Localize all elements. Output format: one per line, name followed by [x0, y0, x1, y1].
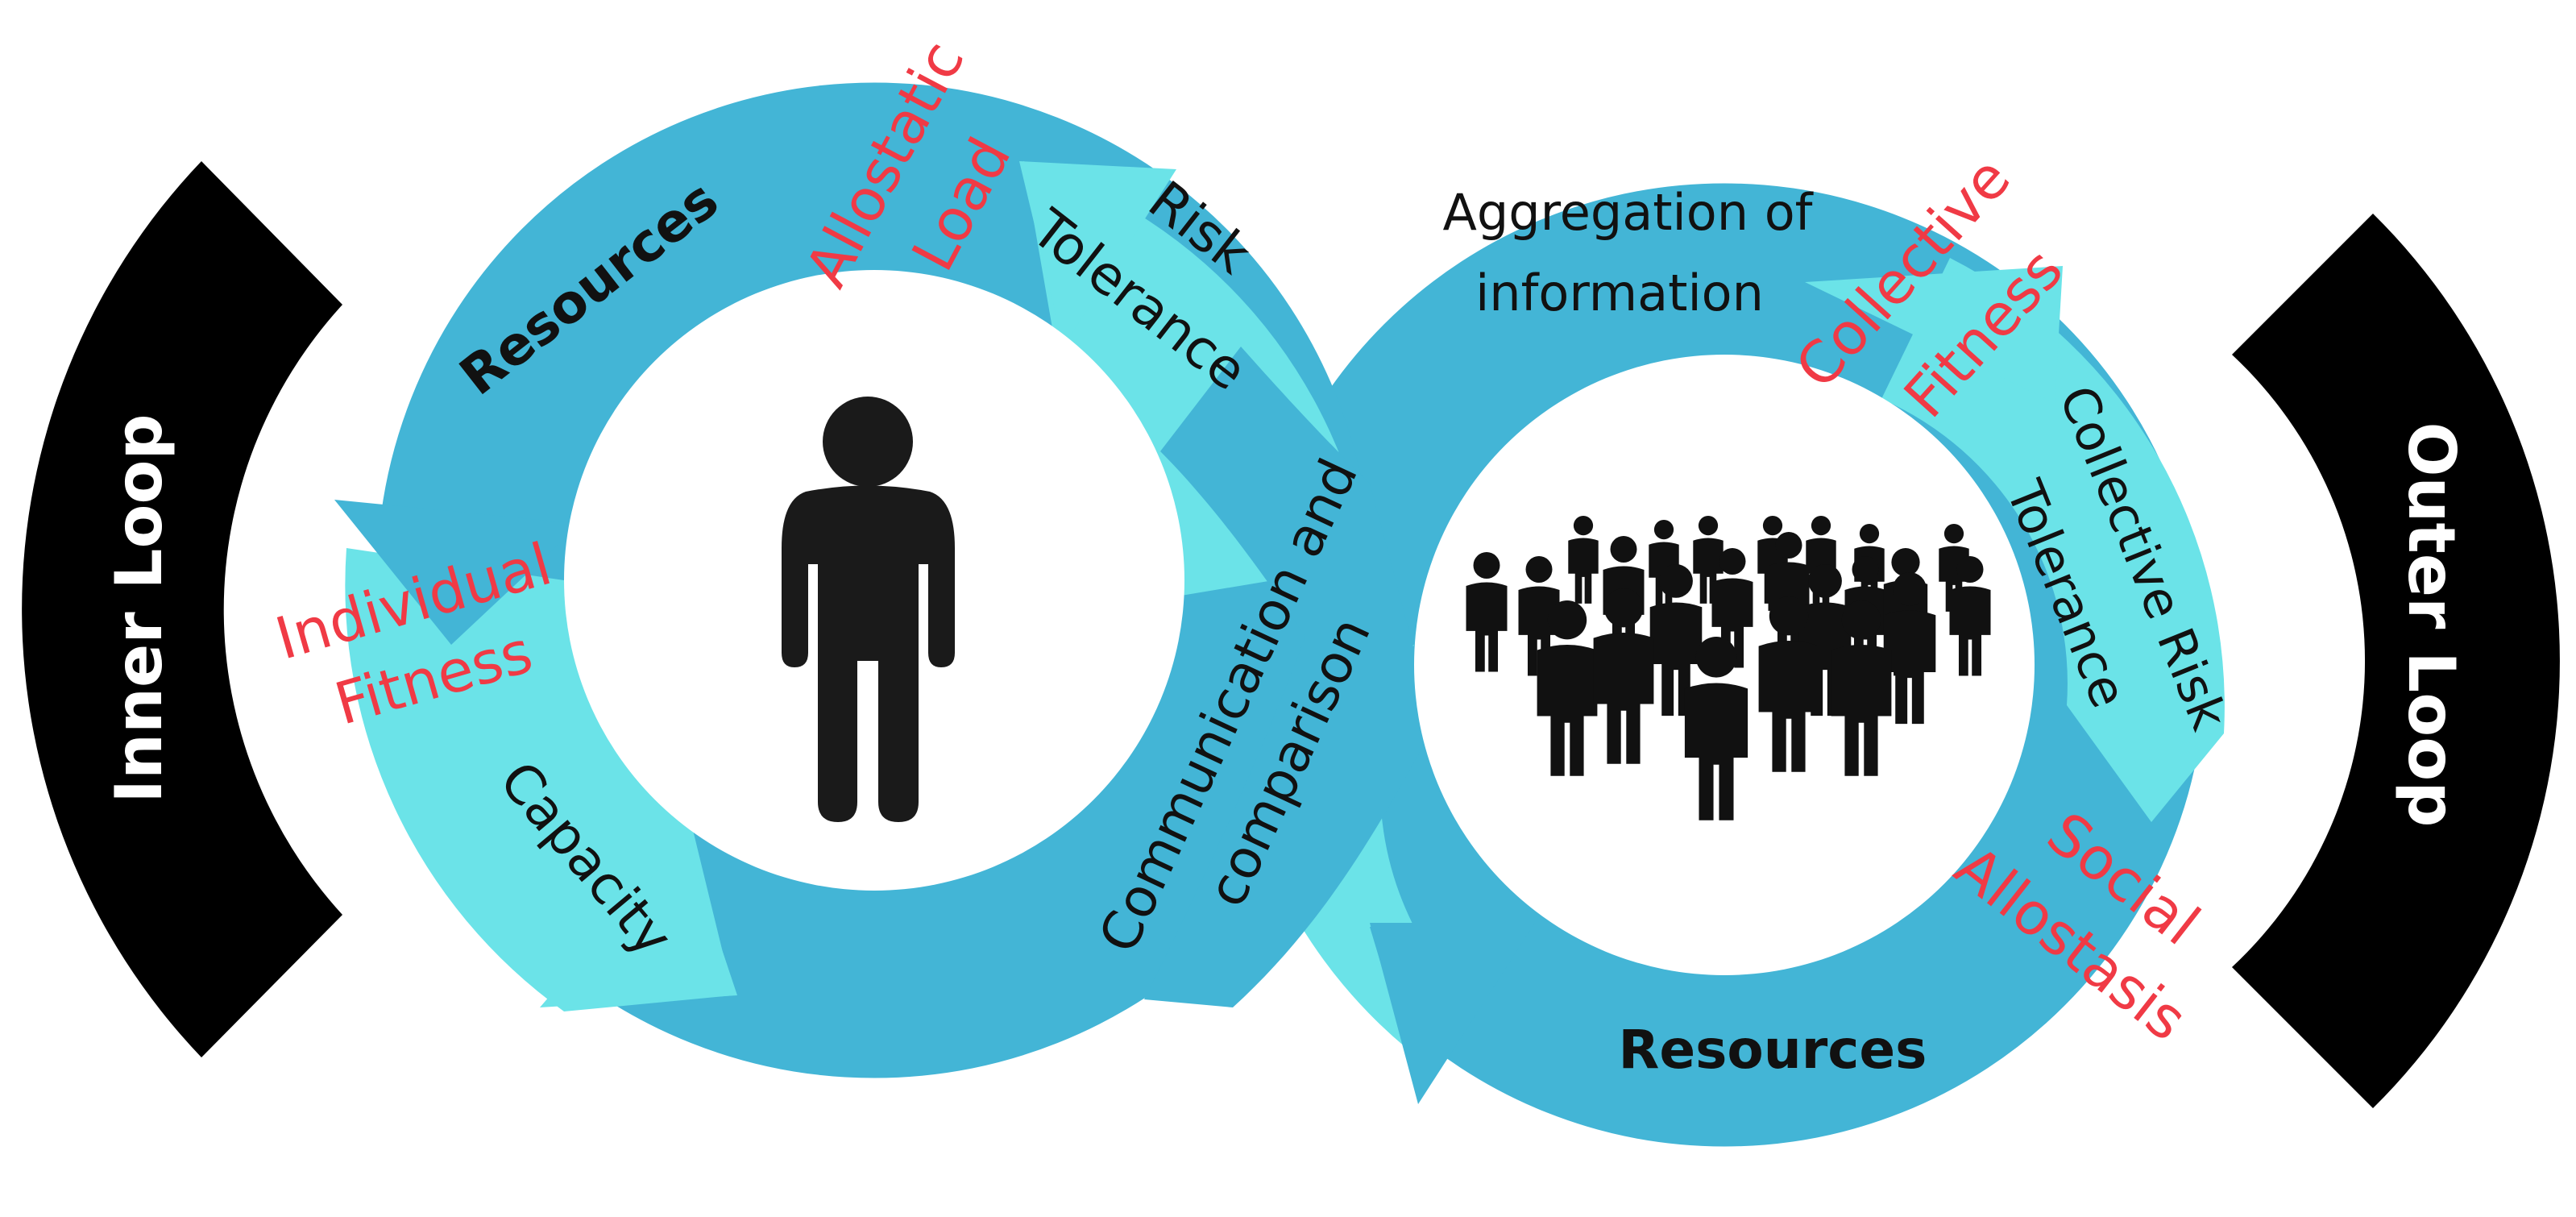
inner-loop-label: Inner Loop: [102, 413, 176, 803]
crowd-person-icon: [1831, 600, 1892, 776]
person-icon: [782, 397, 955, 822]
aggregation-label-2: information: [1475, 264, 1764, 322]
crowd-person-icon: [1684, 637, 1748, 820]
crowd-person-icon: [1466, 552, 1508, 672]
crowd-person-icon: [1883, 572, 1936, 725]
crowd-person-icon: [1537, 600, 1598, 776]
crowd-person-icon: [1758, 596, 1819, 772]
crowd-person-icon: [1568, 516, 1599, 604]
inner-loop-bracket: [22, 161, 342, 1057]
crowd-person-icon: [1949, 556, 1991, 676]
crowd-person-icon: [1593, 588, 1654, 764]
outer-loop-bracket: [2232, 214, 2560, 1108]
outer-loop-label: Outer Loop: [2394, 422, 2469, 828]
crowd-icon: [1466, 516, 1991, 820]
communication-bridge: [1144, 347, 1434, 1007]
aggregation-label-1: Aggregation of: [1443, 183, 1815, 242]
outer-resources-label: Resources: [1619, 1019, 1927, 1081]
